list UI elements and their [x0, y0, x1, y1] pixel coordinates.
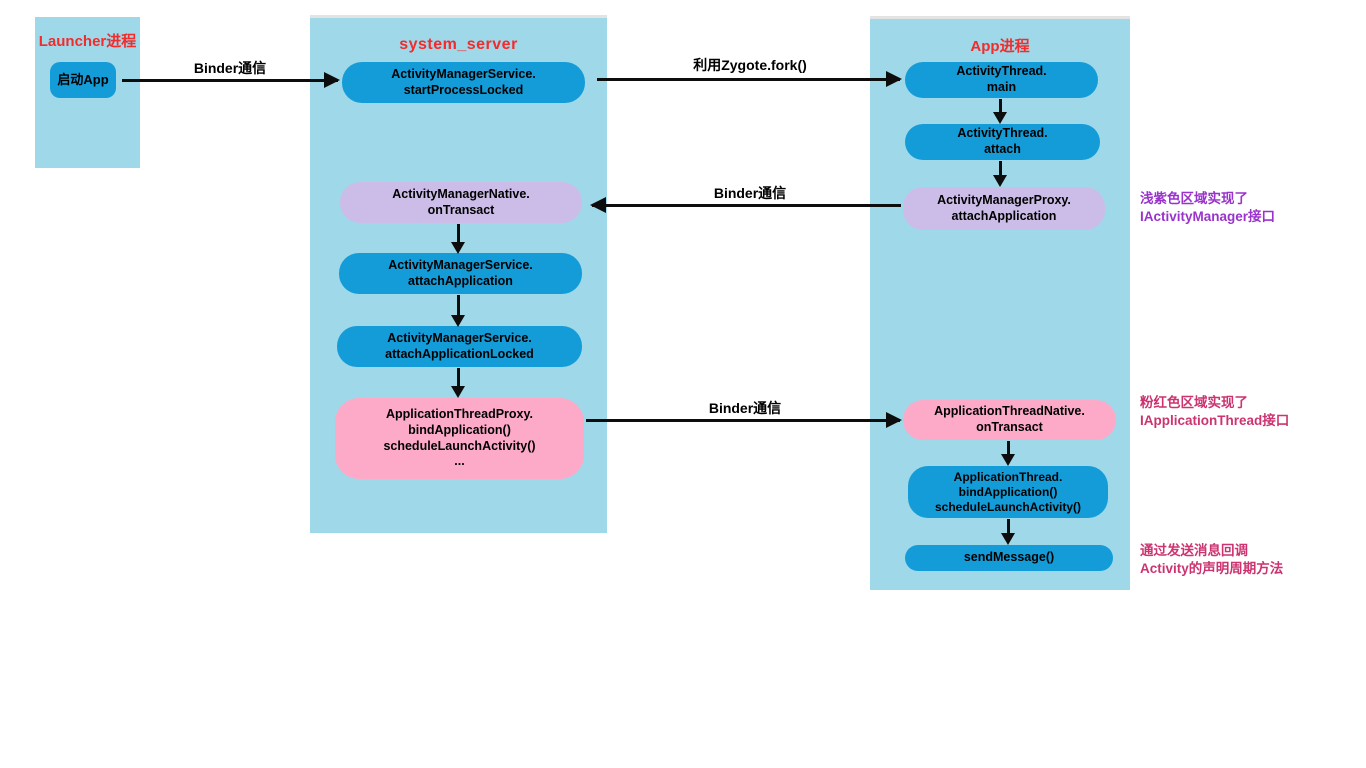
arrow-bind-to-send-message: [1001, 519, 1015, 545]
arrow-on-transact-to-bind: [1001, 441, 1015, 466]
arrow-main-to-attach: [993, 99, 1007, 124]
label-binder-back: Binder通信: [713, 185, 787, 201]
node-application-thread-bind: ApplicationThread. bindApplication() sch…: [908, 466, 1108, 518]
node-activity-thread-attach: ActivityThread. attach: [905, 124, 1100, 160]
node-ams-attach-application: ActivityManagerService. attachApplicatio…: [339, 253, 582, 294]
label-zygote-fork: 利用Zygote.fork(): [693, 57, 807, 73]
system-server-title: system_server: [399, 36, 518, 53]
arrow-attach-to-manager-proxy: [993, 161, 1007, 187]
node-send-message: sendMessage(): [905, 545, 1113, 571]
arrow-launcher-to-system-server: [122, 72, 340, 88]
node-activity-thread-main: ActivityThread. main: [905, 62, 1098, 98]
app-process-title: App进程: [970, 38, 1030, 55]
arrow-zygote-fork: [597, 71, 902, 87]
launcher-process-title: Launcher进程: [38, 33, 137, 50]
arrow-on-transact-to-attach-application: [451, 224, 465, 254]
annotation-lifecycle-callback: 通过发送消息回调 Activity的声明周期方法: [1140, 543, 1284, 577]
node-ams-attach-application-locked: ActivityManagerService. attachApplicatio…: [337, 326, 582, 367]
node-amp-attach-application: ActivityManagerProxy. attachApplication: [903, 187, 1105, 230]
annotation-iactivitymanager: 浅紫色区域实现了 IActivityManager接口: [1140, 191, 1276, 225]
label-binder-launcher: Binder通信: [193, 60, 267, 76]
arrow-locked-to-thread-proxy: [451, 368, 465, 398]
node-atp-bind-application: ApplicationThreadProxy. bindApplication(…: [335, 398, 584, 479]
arrow-attach-application-to-locked: [451, 295, 465, 327]
annotation-iapplicationthread: 粉红色区域实现了 IApplicationThread接口: [1140, 395, 1290, 429]
node-atn-on-transact: ApplicationThreadNative. onTransact: [903, 400, 1116, 440]
label-binder-forward: Binder通信: [708, 400, 782, 416]
node-amn-on-transact: ActivityManagerNative. onTransact: [340, 182, 582, 223]
arrow-binder-system-to-app: [586, 412, 902, 428]
arrow-binder-app-to-system: [590, 197, 901, 213]
node-ams-start-process-locked: ActivityManagerService. startProcessLock…: [342, 62, 585, 103]
node-launch-app: 启动App: [50, 62, 116, 98]
